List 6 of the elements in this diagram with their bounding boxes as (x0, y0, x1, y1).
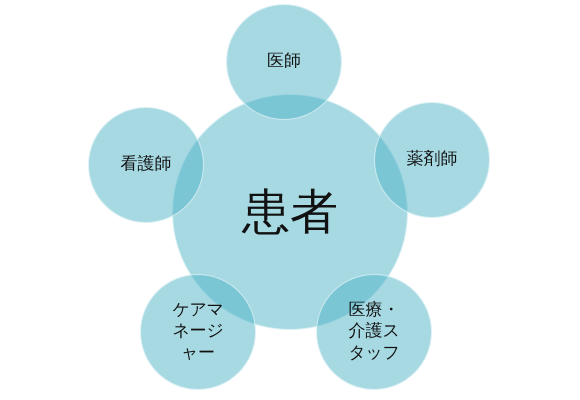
circle-label: ケアマネージャー (172, 300, 224, 364)
circle-label: 薬剤師 (406, 149, 458, 171)
circle-label: 患者 (240, 183, 339, 242)
circle-label: 看護師 (120, 154, 172, 176)
circle-label: 医師 (266, 51, 302, 73)
circle-label: 医療・介護スタッフ (348, 300, 400, 364)
